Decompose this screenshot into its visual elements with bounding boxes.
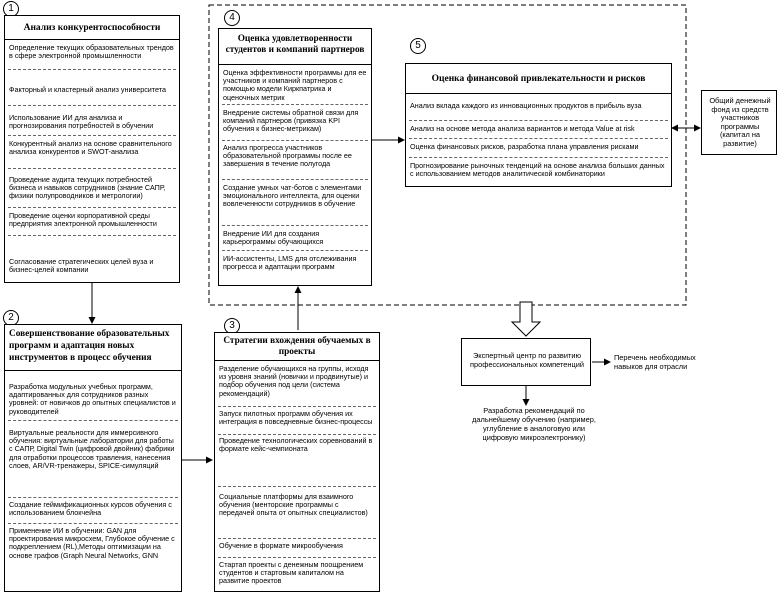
divider [222,250,368,251]
box-1-item: Использование ИИ для анализа и прогнозир… [9,113,154,131]
divider [8,105,176,106]
box-4-item: Оценка эффективности программы для ее уч… [223,68,367,102]
box-1-item: Проведение оценки корпоративной среды пр… [9,211,157,229]
box-2-title: Совершенствование образовательных програ… [5,325,181,371]
box-2-item: Разработка модульных учебных программ, а… [9,382,176,416]
box-1-item: Конкурентный анализ на основе сравнитель… [9,139,172,157]
box-4-item: Анализ прогресса участников образователь… [223,143,352,169]
fund-text: Общий денежный фонд из средств участнико… [709,96,771,148]
divider [218,486,376,487]
box-2-item: Создание геймификационных курсов обучени… [9,500,172,518]
box-5-item: Прогнозирование рыночных тенденций на ос… [410,161,665,179]
box-5-item: Анализ на основе метода анализа варианто… [410,124,635,133]
divider [8,168,176,169]
divider [218,406,376,407]
box-1-title: Анализ конкурентоспособности [5,16,179,40]
box-4-item: Внедрение ИИ для создания карьерограммы … [223,229,324,247]
box-3-item: Обучение в формате микрообучения [219,541,343,550]
divider [222,225,368,226]
box-4-item: ИИ-ассистенты, LMS для отслеживания прог… [223,254,357,272]
divider [218,557,376,558]
divider [409,157,668,158]
recommendations-text: Разработка рекомендаций по дальнейшему о… [472,406,596,442]
divider [409,138,668,139]
step-number-4: 4 [224,10,240,26]
dashed-frame [208,4,687,306]
box-project-entry-strategies: Стратегии вхождения обучаемых в проекты … [214,332,380,592]
box-3-item: Социальные платформы для взаимного обуче… [219,492,368,518]
divider [8,69,176,70]
divider [8,523,178,524]
block-arrow-to-expert [510,301,542,337]
box-competitiveness-analysis: Анализ конкурентоспособности Определение… [4,15,180,283]
expert-text: Экспертный центр по развитию профессиона… [470,351,584,369]
divider [409,120,668,121]
box-financial-attractiveness: Оценка финансовой привлекательности и ри… [405,63,672,187]
divider [8,207,176,208]
divider [218,538,376,539]
box-3-item: Разделение обучающихся на группы, исходя… [219,364,369,398]
box-1-item: Факторный и кластерный анализ университе… [9,85,166,94]
step-number-5: 5 [410,38,426,54]
divider [222,140,368,141]
box-4-item: Внедрение системы обратной связи для ком… [223,108,359,134]
box-5-title: Оценка финансовой привлекательности и ри… [406,64,671,94]
box-3-item: Проведение технологических соревнований … [219,436,373,454]
divider [8,135,176,136]
box-3-item: Запуск пилотных программ обучения их инт… [219,409,373,427]
box-3-item: Стартап проекты с денежным поощрением ст… [219,560,364,586]
skills-list-text: Перечень необходимых навыков для отрасли [614,353,696,371]
box-3-title: Стратегии вхождения обучаемых в проекты [215,333,379,361]
box-4-item: Создание умных чат-ботов с элементами эм… [223,183,362,209]
box-expert-center: Экспертный центр по развитию профессиона… [461,338,591,386]
divider [218,434,376,435]
box-1-item: Определение текущих образовательных трен… [9,43,174,61]
box-program-improvement: Совершенствование образовательных програ… [4,324,182,592]
box-satisfaction-assessment: Оценка удовлетворенности студентов и ком… [218,28,372,286]
box-2-item: Применение ИИ в обучении: GAN для проект… [9,526,175,560]
divider [222,104,368,105]
box-1-item: Согласование стратегических целей вуза и… [9,257,154,275]
box-2-item: Виртуальные реальности для иммерсивного … [9,428,175,470]
divider [222,179,368,180]
box-5-item: Анализ вклада каждого из инновационных п… [410,101,642,110]
box-4-title: Оценка удовлетворенности студентов и ком… [219,29,371,65]
box-5-item: Оценка финансовых рисков, разработка пла… [410,142,639,151]
divider [8,420,178,421]
box-1-item: Проведение аудита текущих потребностей б… [9,175,166,201]
divider [8,497,178,498]
divider [8,235,176,236]
box-development-fund: Общий денежный фонд из средств участнико… [701,90,777,155]
